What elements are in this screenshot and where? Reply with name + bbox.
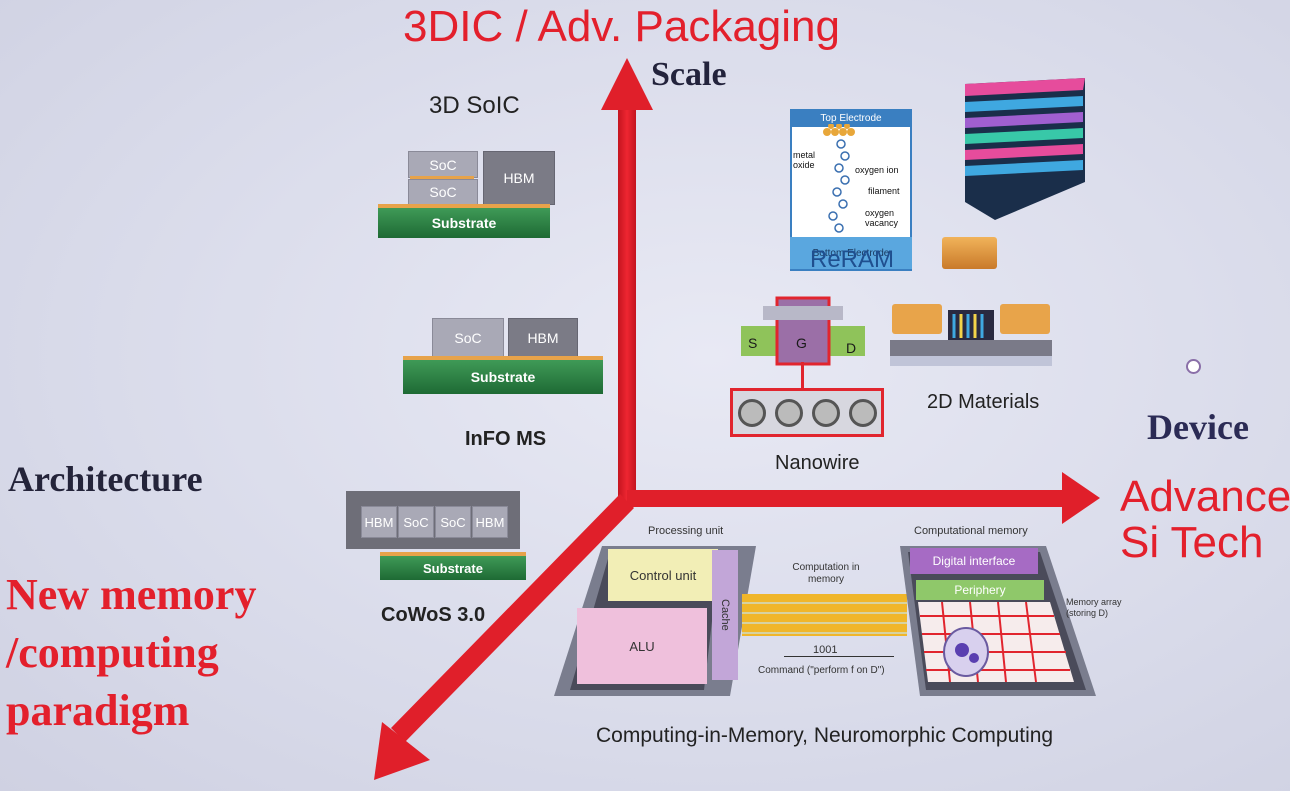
cowos-chip-3: SoC	[435, 506, 471, 538]
info-hbm: HBM	[508, 318, 578, 358]
soic-hbm: HBM	[483, 151, 555, 205]
reram-metal-oxide: metal oxide	[793, 150, 816, 170]
nanowire-drain: D	[846, 340, 857, 356]
cim-digital-interface: Digital interface	[910, 548, 1038, 574]
cim-processing-unit-label: Processing unit	[648, 525, 724, 537]
cim-comp-memory-label: Computational memory	[914, 525, 1028, 537]
vertical-axis-sub: Scale	[651, 56, 727, 93]
small-chip-graphic	[942, 237, 997, 269]
diagonal-axis-title: New memory /computing paradigm	[6, 566, 256, 740]
nanowire-wire-1	[737, 398, 766, 427]
horizontal-axis-title: Advance Si Tech	[1120, 474, 1290, 566]
soic-label: 3D SoIC	[429, 92, 520, 119]
cowos-chip-1: HBM	[361, 506, 397, 538]
vertical-arrow	[601, 58, 653, 505]
diagonal-axis-title-line3: paradigm	[6, 686, 190, 735]
cim-caption: Computing-in-Memory, Neuromorphic Comput…	[596, 724, 1054, 747]
soic-soc-top: SoC	[408, 151, 478, 178]
cowos-chip-4: HBM	[472, 506, 508, 538]
cim-bits-label: 1001	[813, 644, 838, 656]
info-soc: SoC	[432, 318, 504, 358]
2d-materials-graphic	[890, 304, 1052, 366]
nanowire-gate: G	[796, 335, 807, 351]
reram-oxygen-ion: oxygen ion	[855, 165, 899, 175]
horizontal-axis-title-line1: Advance	[1120, 472, 1290, 521]
reram-oxygen-vacancy: oxygen vacancy	[865, 208, 899, 228]
cim-alu: ALU	[577, 608, 707, 684]
cowos-label: CoWoS 3.0	[381, 604, 486, 626]
reram-filament: filament	[868, 186, 900, 196]
soic-bond-layer	[410, 176, 474, 179]
pointer-dot-icon	[1186, 359, 1201, 374]
nanowire-cross-section	[730, 388, 884, 437]
diagonal-axis-sub: Architecture	[8, 459, 203, 499]
cim-cache: Cache	[712, 550, 738, 680]
reram-bottom-electrode: Bottom Electrode	[790, 237, 912, 269]
cim-command-label: Command ("perform f on D")	[758, 665, 885, 676]
horizontal-arrow	[627, 472, 1100, 524]
nanowire-source: S	[748, 335, 758, 351]
nanowire-wire-3	[811, 398, 840, 427]
nanowire-connector	[801, 362, 804, 388]
horizontal-axis-title-line2: Si Tech	[1120, 518, 1264, 567]
cim-periphery: Periphery	[916, 580, 1044, 600]
cim-control-unit: Control unit	[608, 549, 718, 601]
2d-materials-label: 2D Materials	[927, 391, 1040, 413]
reram-label: ReRAM	[810, 246, 895, 273]
nanowire-wire-4	[848, 398, 877, 427]
reram-top-electrode: Top Electrode	[790, 109, 912, 127]
cim-data-bus	[742, 594, 907, 636]
soic-soc-bottom: SoC	[408, 179, 478, 205]
stacked-memory-graphic	[965, 78, 1085, 220]
diagonal-axis-title-line2: /computing	[6, 628, 219, 677]
nanowire-label: Nanowire	[775, 452, 860, 474]
nanowire-transistor-graphic	[741, 296, 865, 366]
nanowire-wire-2	[774, 398, 803, 427]
cim-memory-array-grid	[918, 602, 1074, 683]
soic-substrate: Substrate	[378, 204, 550, 238]
horizontal-axis-sub: Device	[1147, 407, 1249, 447]
cowos-chip-2: SoC	[398, 506, 434, 538]
diagonal-arrow	[374, 494, 634, 780]
reram-filament-graphic	[823, 124, 855, 233]
cim-memory-array-label: Memory array (storing D)	[1066, 597, 1122, 618]
info-label: InFO MS	[465, 428, 547, 450]
cim-computation-label: Computation in memory	[792, 562, 860, 585]
diagonal-axis-title-line1: New memory	[6, 570, 257, 619]
info-substrate: Substrate	[403, 356, 603, 394]
vertical-axis-title: 3DIC / Adv. Packaging	[403, 2, 840, 51]
cim-command-arrow	[784, 656, 894, 657]
cowos-substrate: Substrate	[380, 552, 526, 580]
